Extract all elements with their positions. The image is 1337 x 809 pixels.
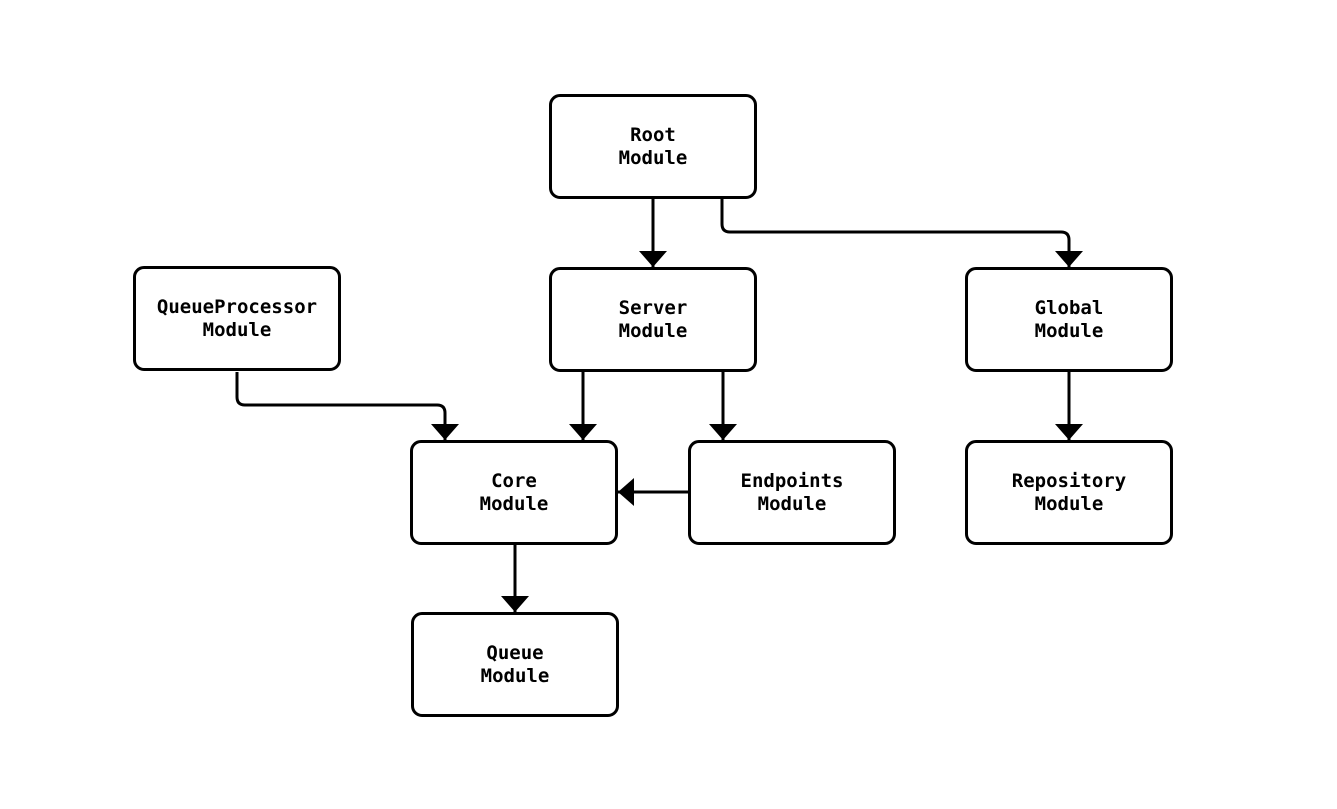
- node-core-module-label: Core Module: [479, 469, 549, 515]
- node-endpoints-module: Endpoints Module: [688, 440, 896, 545]
- node-endpoints-module-label: Endpoints Module: [740, 469, 844, 515]
- node-server-module-label: Server Module: [618, 296, 688, 342]
- node-core-module: Core Module: [410, 440, 618, 545]
- edge-queue-processor-to-core: [235, 372, 459, 440]
- node-global-module: Global Module: [965, 267, 1173, 372]
- node-repository-module: Repository Module: [965, 440, 1173, 545]
- node-queue-module-label: Queue Module: [480, 641, 550, 687]
- node-server-module: Server Module: [549, 267, 757, 372]
- node-global-module-label: Global Module: [1034, 296, 1104, 342]
- node-repository-module-label: Repository Module: [1011, 469, 1127, 515]
- node-queue-module: Queue Module: [411, 612, 619, 717]
- node-queue-processor-module-label: QueueProcessor Module: [156, 295, 318, 341]
- node-root-module-label: Root Module: [618, 123, 688, 169]
- node-queue-processor-module: QueueProcessor Module: [133, 266, 341, 371]
- edge-root-to-global: [720, 199, 1083, 267]
- node-root-module: Root Module: [549, 94, 757, 199]
